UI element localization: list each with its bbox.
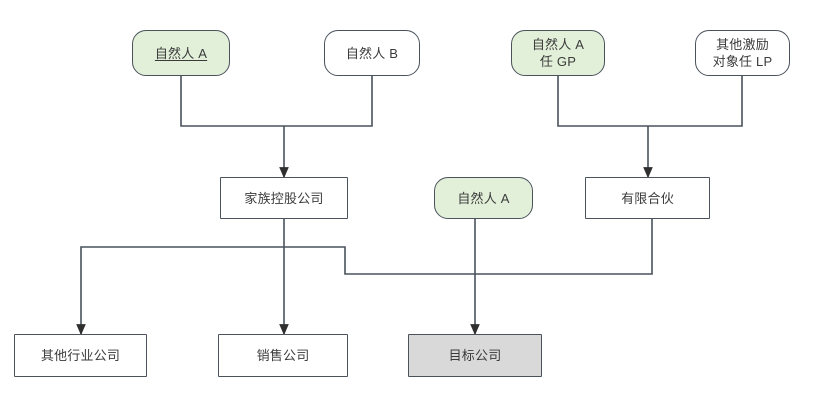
node-limited-partnership[interactable]: 有限合伙 <box>585 177 710 219</box>
edge-person-a-gp-to-partnership <box>557 76 648 127</box>
edge-family-holding-branch-right <box>284 246 475 275</box>
node-label: 销售公司 <box>256 348 310 363</box>
node-natural-person-a-mid[interactable]: 自然人 A <box>434 177 533 219</box>
edge-other-lp-to-partnership <box>648 76 743 127</box>
node-target-company[interactable]: 目标公司 <box>408 334 542 377</box>
node-natural-person-a-top[interactable]: 自然人 A <box>132 30 230 76</box>
edge-family-holding-to-other-industry <box>76 246 284 336</box>
node-label: 其他行业公司 <box>40 348 121 363</box>
node-sales-company[interactable]: 销售公司 <box>218 334 348 377</box>
node-label: 自然人 B <box>345 45 399 61</box>
node-label: 目标公司 <box>448 348 502 363</box>
node-other-industry-company[interactable]: 其他行业公司 <box>14 334 147 377</box>
node-label: 有限合伙 <box>621 190 674 206</box>
node-other-incentive-lp[interactable]: 其他激励 对象任 LP <box>695 30 790 76</box>
node-family-holding-company[interactable]: 家族控股公司 <box>220 177 348 219</box>
edge-person-a-to-family-holding <box>180 76 284 127</box>
node-label: 其他激励 对象任 LP <box>712 37 773 69</box>
node-label: 自然人 A <box>154 45 208 61</box>
node-natural-person-b[interactable]: 自然人 B <box>324 30 420 76</box>
edge-partnership-to-target <box>475 219 653 275</box>
node-natural-person-a-gp[interactable]: 自然人 A 任 GP <box>511 30 605 76</box>
edge-person-b-to-family-holding <box>284 76 373 127</box>
node-label: 家族控股公司 <box>244 190 324 206</box>
node-label: 自然人 A <box>457 190 510 206</box>
node-label: 自然人 A 任 GP <box>531 37 585 69</box>
